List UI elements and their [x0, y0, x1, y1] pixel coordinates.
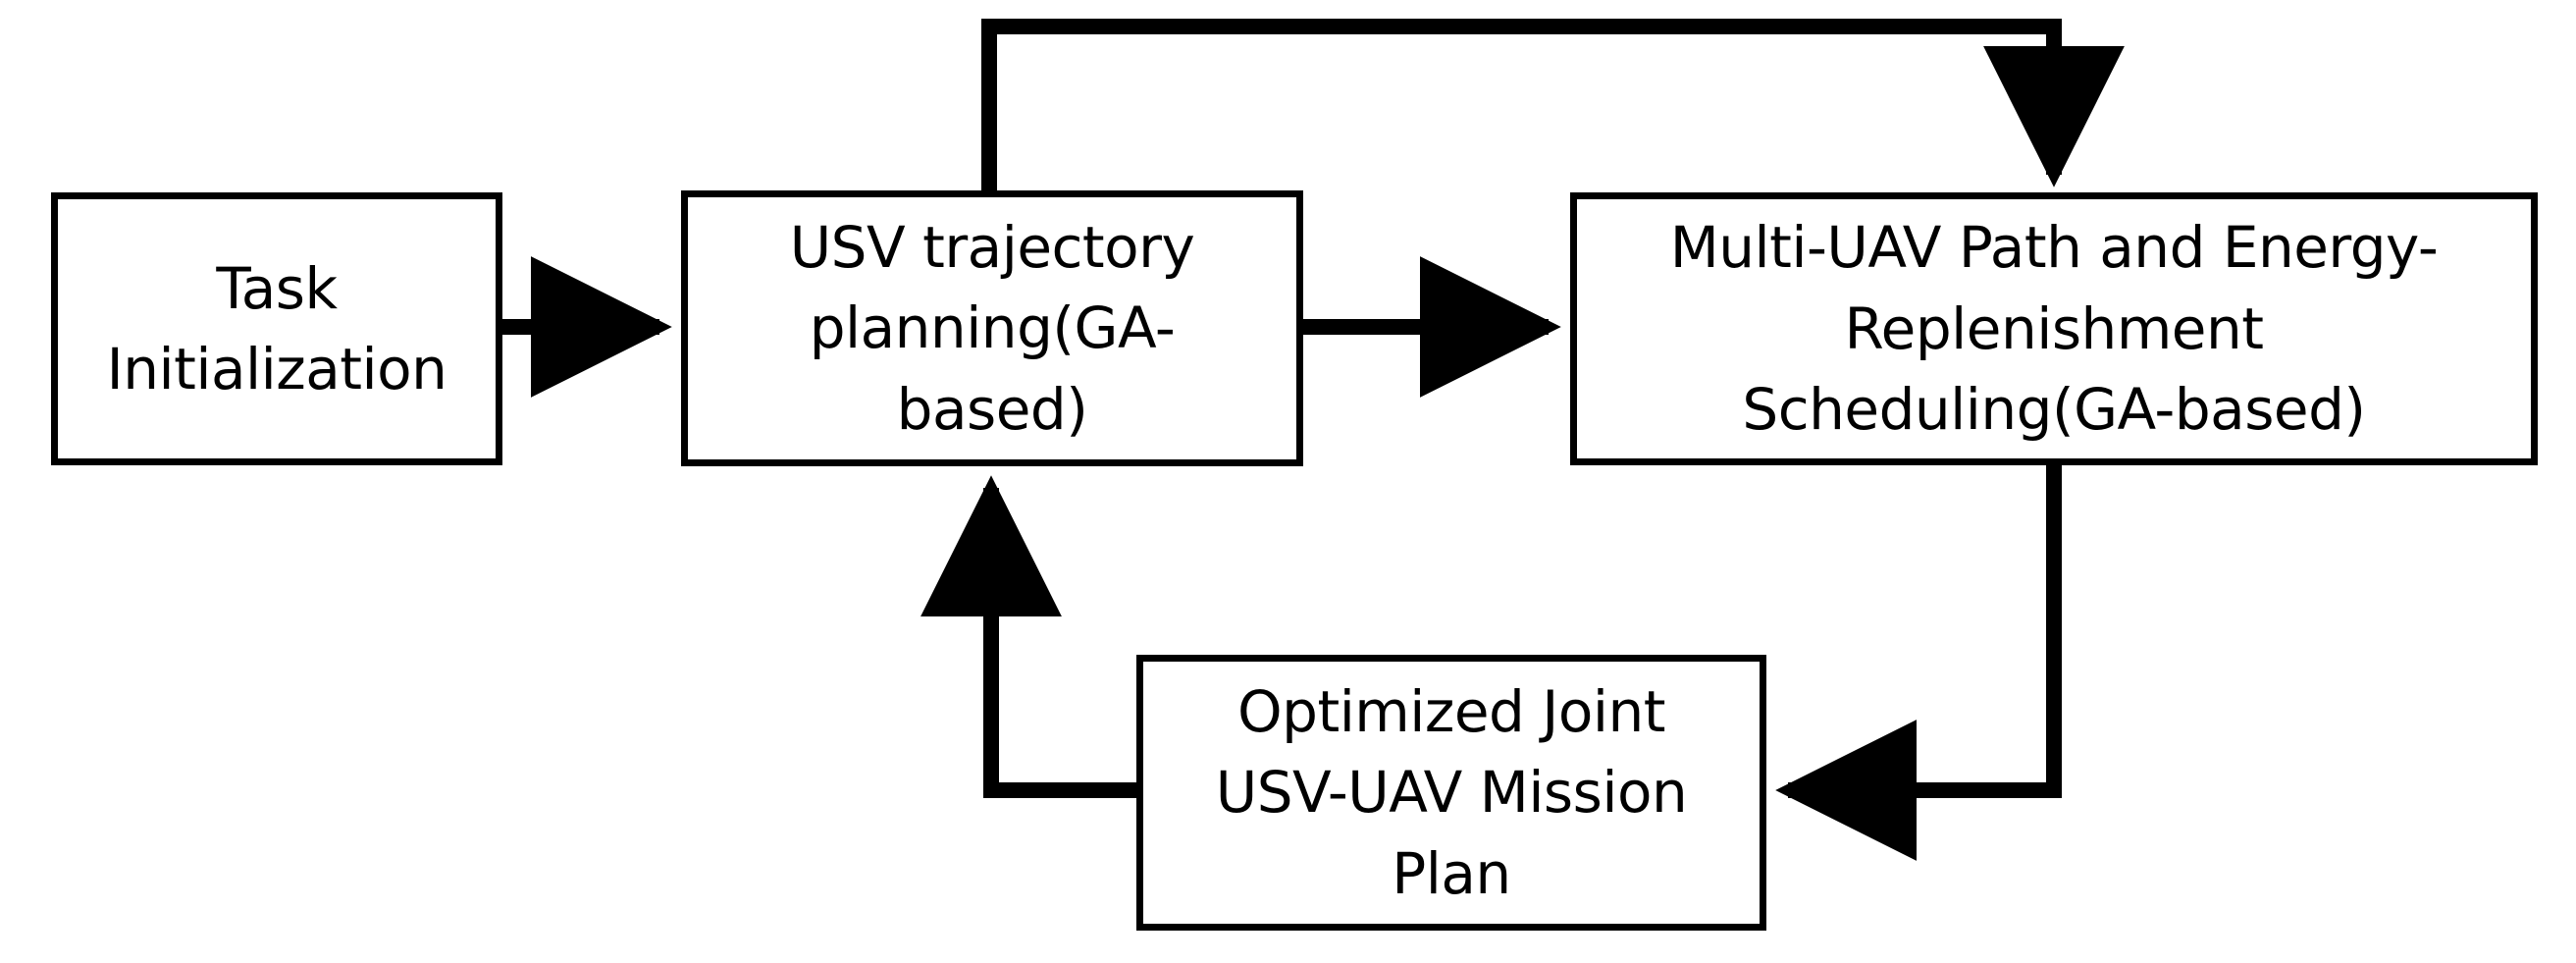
- node-usv-trajectory-planning-label: USV trajectory planning(GA- based): [789, 213, 1195, 443]
- node-optimized-joint-mission-plan[interactable]: Optimized Joint USV-UAV Mission Plan: [1136, 655, 1766, 931]
- edge-usv-top-loop-to-multiuav: [981, 19, 2125, 192]
- edge-plan-to-usv: [920, 475, 1136, 798]
- node-task-initialization-label: Task Initialization: [106, 254, 447, 402]
- node-task-initialization[interactable]: Task Initialization: [51, 192, 502, 465]
- node-multi-uav-path-energy-replenishment-label: Multi-UAV Path and Energy- Replenishment…: [1669, 214, 2439, 444]
- node-usv-trajectory-planning[interactable]: USV trajectory planning(GA- based): [681, 190, 1303, 466]
- node-optimized-joint-mission-plan-label: Optimized Joint USV-UAV Mission Plan: [1215, 677, 1688, 907]
- edge-multiuav-to-plan: [1775, 464, 2062, 861]
- node-multi-uav-path-energy-replenishment[interactable]: Multi-UAV Path and Energy- Replenishment…: [1570, 192, 2538, 465]
